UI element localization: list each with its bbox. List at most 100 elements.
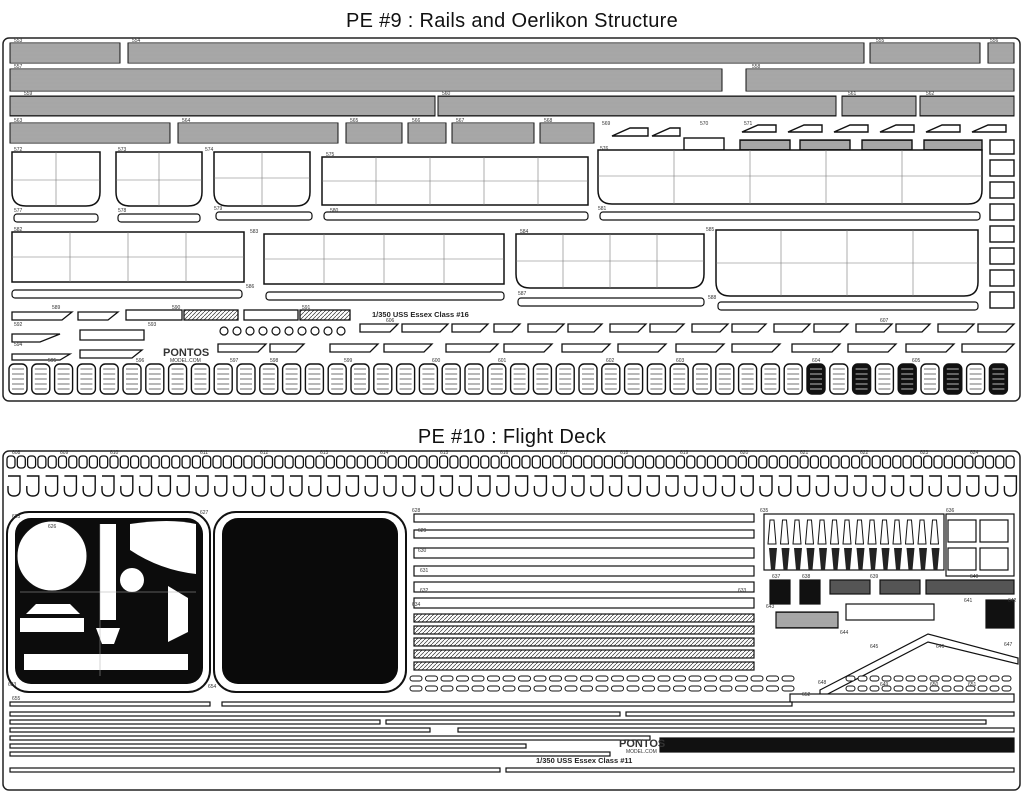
fret10-elevator-panel (6, 511, 211, 693)
part-number: 623 (920, 450, 929, 456)
part-number: 636 (946, 508, 955, 514)
part-number: 597 (230, 358, 239, 364)
part-number: 625 (12, 514, 21, 520)
part-number: 639 (870, 574, 879, 580)
part-number: 564 (182, 118, 191, 124)
fret10-title: PE #10 : Flight Deck (417, 426, 607, 448)
part-number: 604 (812, 358, 821, 364)
part-number: 633 (738, 588, 747, 594)
part-number: 575 (326, 152, 335, 158)
fret10-pin-parts (767, 519, 940, 570)
part-number: 634 (412, 602, 421, 608)
fret10-scale-label: 1/350 USS Essex Class #11 (536, 756, 632, 765)
part-number: 606 (386, 318, 395, 324)
part-number: 631 (420, 568, 429, 574)
part-number: 614 (380, 450, 389, 456)
fret10-lug-row (409, 675, 1012, 692)
part-number: 644 (840, 630, 849, 636)
part-number: 600 (432, 358, 441, 364)
part-number: 569 (602, 121, 611, 127)
part-number: 628 (412, 508, 421, 514)
part-number: 585 (706, 227, 715, 233)
part-number: 590 (172, 305, 181, 311)
fret9-rails-row1 (9, 42, 1015, 144)
part-number: 643 (766, 604, 775, 610)
part-number: 589 (52, 305, 61, 311)
part-number: 554 (132, 38, 141, 44)
part-number: 603 (676, 358, 685, 364)
fret9-logo-sub: MODEL.COM (170, 358, 201, 364)
part-number: 607 (880, 318, 889, 324)
fret9-scale-label: 1/350 USS Essex Class #16 (372, 310, 469, 319)
part-number: 570 (700, 121, 709, 127)
part-number: 629 (418, 528, 427, 534)
part-number: 594 (14, 342, 23, 348)
part-number: 638 (802, 574, 811, 580)
fret10-long-strips (9, 701, 1015, 773)
part-number: 650 (930, 682, 939, 688)
fret10-link-row (6, 455, 1015, 469)
part-number: 605 (912, 358, 921, 364)
part-number: 574 (205, 147, 214, 153)
fret10-logo: PONTOS (619, 738, 665, 750)
fret9-brackets (611, 124, 1007, 151)
part-number: 596 (136, 358, 145, 364)
fret9-title: PE #9 : Rails and Oerlikon Structure (345, 10, 679, 32)
part-number: 577 (14, 208, 23, 214)
part-number: 556 (990, 38, 999, 44)
part-number: 627 (200, 510, 209, 516)
part-number: 626 (48, 524, 57, 530)
fret9-ladder-row (8, 363, 1009, 395)
fret9-angle-parts (11, 309, 1016, 361)
part-number: 652 (802, 692, 811, 698)
part-number: 572 (14, 147, 23, 153)
fret10-right-parts (763, 513, 1019, 703)
part-number: 648 (818, 680, 827, 686)
part-number: 649 (880, 682, 889, 688)
part-number: 612 (260, 450, 269, 456)
part-number: 654 (208, 684, 217, 690)
part-number: 579 (214, 206, 223, 212)
part-number: 573 (118, 147, 127, 153)
part-number: 637 (772, 574, 781, 580)
part-number: 624 (970, 450, 979, 456)
part-number: 619 (680, 450, 689, 456)
part-number: 632 (420, 588, 429, 594)
part-number: 598 (270, 358, 279, 364)
part-number: 581 (598, 206, 607, 212)
part-number: 593 (148, 322, 157, 328)
part-number: 609 (60, 450, 69, 456)
part-number: 635 (760, 508, 769, 514)
fret9-shield-gridlines (12, 150, 982, 296)
part-number: 610 (110, 450, 119, 456)
part-number: 587 (518, 291, 527, 297)
fret10-black-panel (213, 511, 407, 693)
part-number: 651 (968, 682, 977, 688)
part-number: 616 (500, 450, 509, 456)
part-number: 646 (936, 644, 945, 650)
part-number: 620 (740, 450, 749, 456)
part-number: 557 (14, 64, 23, 70)
part-number: 617 (560, 450, 569, 456)
part-number: 640 (970, 574, 979, 580)
part-number: 655 (12, 696, 21, 702)
part-number: 591 (302, 305, 311, 311)
part-number: 583 (250, 229, 259, 235)
part-number: 615 (440, 450, 449, 456)
part-number: 630 (418, 548, 427, 554)
part-number: 559 (24, 91, 33, 97)
part-number: 558 (752, 64, 761, 70)
part-number: 622 (860, 450, 869, 456)
part-number: 560 (442, 91, 451, 97)
part-number: 599 (344, 358, 353, 364)
fret9-strips (11, 211, 981, 311)
part-number: 566 (412, 118, 421, 124)
part-number: 582 (14, 227, 23, 233)
part-number: 592 (14, 322, 23, 328)
part-number: 576 (600, 146, 609, 152)
part-number: 601 (498, 358, 507, 364)
part-number: 555 (876, 38, 885, 44)
part-number: 561 (848, 91, 857, 97)
part-number: 586 (246, 284, 255, 290)
part-number: 653 (8, 682, 17, 688)
